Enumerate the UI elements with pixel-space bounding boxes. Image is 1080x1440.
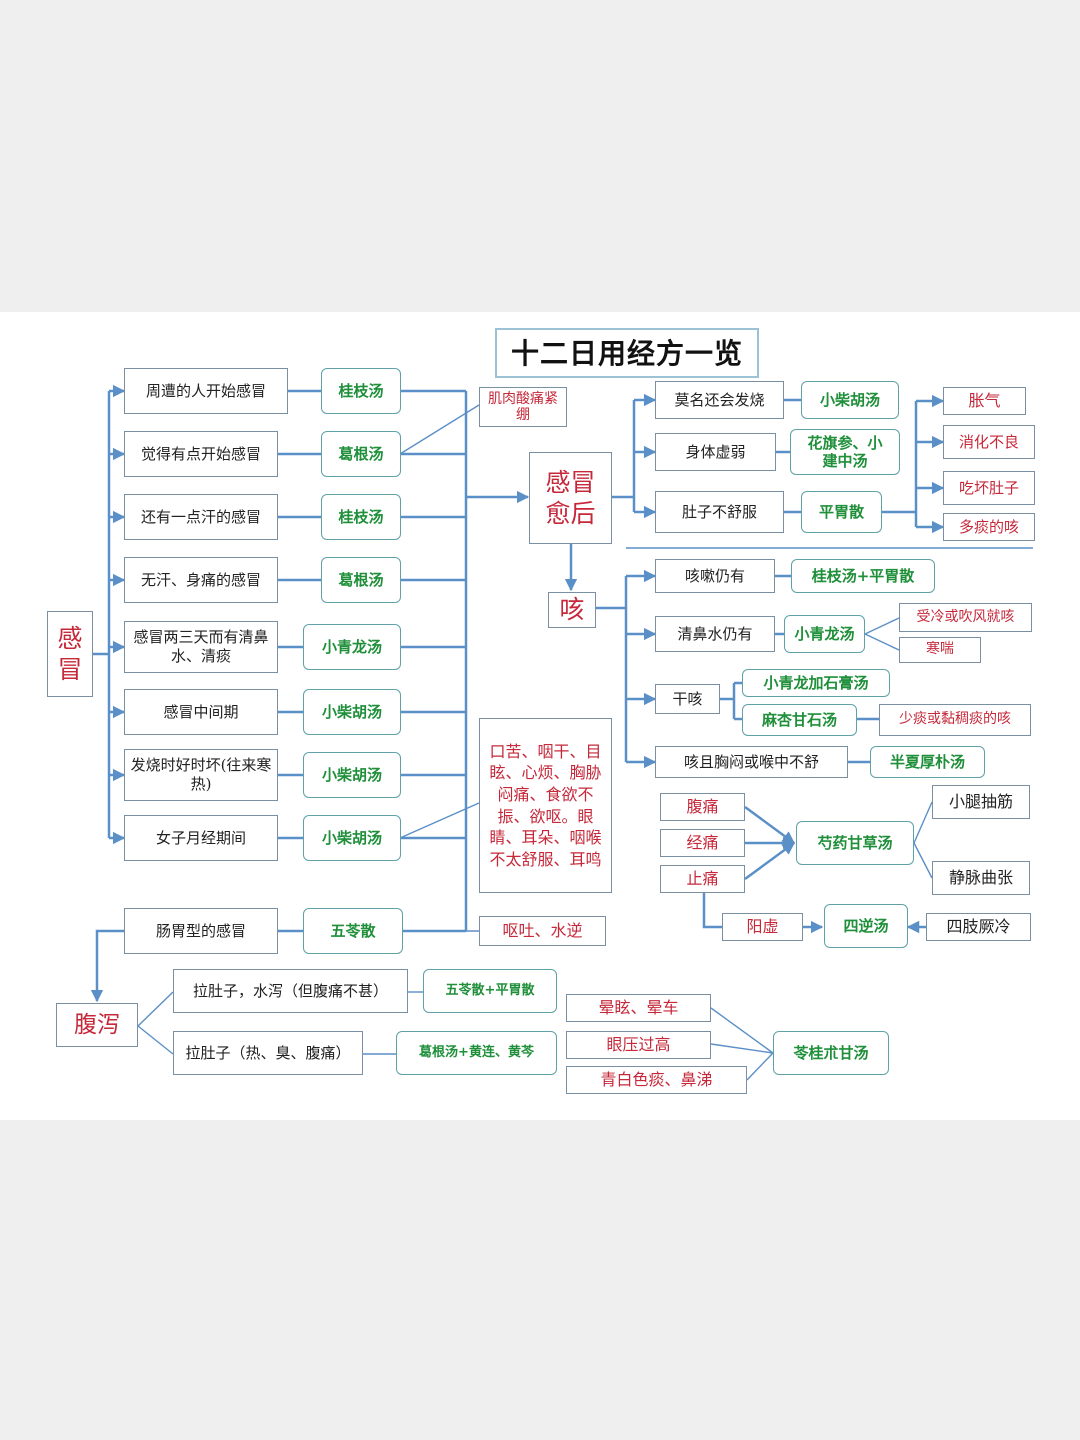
cold-formula-3: 桂枝汤 xyxy=(321,494,401,540)
cold-symptom-4: 无汗、身痛的感冒 xyxy=(124,557,278,603)
linggui-symptom-1: 晕眩、晕车 xyxy=(566,994,711,1022)
cold-symptom-5: 感冒两三天而有清鼻水、清痰 xyxy=(124,621,278,673)
vomit-note: 呕吐、水逆 xyxy=(479,916,606,946)
cough-formula-1: 桂枝汤+平胃散 xyxy=(791,559,935,593)
after-formula-2: 花旗参、小建中汤 xyxy=(790,429,900,475)
diarrhea-symptom-1: 拉肚子，水泻（但腹痛不甚） xyxy=(173,969,408,1013)
pain-item-1: 腹痛 xyxy=(660,793,745,821)
cough-formula-2: 小青龙汤 xyxy=(784,615,865,653)
diarrhea-symptom-2: 拉肚子（热、臭、腹痛） xyxy=(173,1031,363,1075)
cold-symptom-3: 还有一点汗的感冒 xyxy=(124,494,278,540)
cold-symptom-9: 肠胃型的感冒 xyxy=(124,908,278,954)
cold-symptom-7: 发烧时好时坏(往来寒热) xyxy=(124,749,278,801)
qinglong-note-1: 受冷或吹风就咳 xyxy=(899,603,1032,632)
cold-symptom-2: 觉得有点开始感冒 xyxy=(124,431,278,477)
stomach-item-2: 消化不良 xyxy=(943,425,1035,459)
muscle-pain-note: 肌肉酸痛紧绷 xyxy=(479,387,567,427)
shaoyao-gancao-formula: 芍药甘草汤 xyxy=(796,821,914,865)
qinglong-note-2: 寒喘 xyxy=(899,637,981,663)
maxing-note: 少痰或黏稠痰的咳 xyxy=(879,704,1031,736)
after-formula-3: 平胃散 xyxy=(801,491,882,533)
cold-formula-2: 葛根汤 xyxy=(321,431,401,477)
xiaochaihu-symptom-note: 口苦、咽干、目眩、心烦、胸胁闷痛、食欲不振、欲呕。眼睛、耳朵、咽喉不太舒服、耳鸣 xyxy=(479,718,612,893)
after-symptom-3: 肚子不舒服 xyxy=(655,491,784,533)
after-symptom-2: 身体虚弱 xyxy=(655,433,776,471)
cold-formula-4: 葛根汤 xyxy=(321,557,401,603)
dry-cough-label: 干咳 xyxy=(655,684,720,714)
after-formula-1: 小柴胡汤 xyxy=(801,381,899,419)
stomach-item-3: 吃坏肚子 xyxy=(943,471,1035,505)
diarrhea-root-node: 腹泻 xyxy=(56,1003,138,1047)
linggui-symptom-2: 眼压过高 xyxy=(566,1031,711,1059)
yang-deficiency-label: 阳虚 xyxy=(722,913,803,941)
pain-item-3: 止痛 xyxy=(660,865,745,893)
cough-hub: 咳 xyxy=(548,592,596,628)
pain-use-1: 小腿抽筋 xyxy=(932,785,1030,819)
cold-symptom-8: 女子月经期间 xyxy=(124,815,278,861)
limbs-cold-label: 四肢厥冷 xyxy=(926,913,1031,941)
after-symptom-1: 莫名还会发烧 xyxy=(655,381,784,419)
diarrhea-formula-1: 五苓散+平胃散 xyxy=(423,969,557,1013)
sini-formula: 四逆汤 xyxy=(824,904,908,948)
linggui-formula: 苓桂朮甘汤 xyxy=(773,1031,889,1075)
pain-use-2: 静脉曲张 xyxy=(932,861,1030,895)
chest-cough-symptom: 咳且胸闷或喉中不舒 xyxy=(655,746,848,778)
cold-root-node: 感冒 xyxy=(47,611,93,697)
dry-cough-option-1: 小青龙加石膏汤 xyxy=(742,669,890,697)
cold-symptom-1: 周遭的人开始感冒 xyxy=(124,368,288,414)
cough-symptom-1: 咳嗽仍有 xyxy=(655,559,775,593)
linggui-symptom-3: 青白色痰、鼻涕 xyxy=(566,1066,747,1094)
chest-cough-formula: 半夏厚朴汤 xyxy=(870,746,985,778)
cold-formula-6: 小柴胡汤 xyxy=(303,689,401,735)
cough-symptom-2: 清鼻水仍有 xyxy=(655,616,775,652)
page-title: 十二日用经方一览 xyxy=(495,328,759,378)
cold-formula-7: 小柴胡汤 xyxy=(303,752,401,798)
after-cold-hub: 感冒愈后 xyxy=(529,452,612,544)
dry-cough-option-2: 麻杏甘石汤 xyxy=(742,704,857,736)
cold-symptom-6: 感冒中间期 xyxy=(124,689,278,735)
cold-formula-8: 小柴胡汤 xyxy=(303,815,401,861)
cold-formula-1: 桂枝汤 xyxy=(321,368,401,414)
cold-formula-9: 五苓散 xyxy=(303,908,403,954)
pain-item-2: 经痛 xyxy=(660,829,745,857)
diarrhea-formula-2: 葛根汤+黄连、黄芩 xyxy=(396,1031,557,1075)
stomach-item-1: 胀气 xyxy=(943,387,1026,415)
cold-formula-5: 小青龙汤 xyxy=(303,624,401,670)
stomach-item-4: 多痰的咳 xyxy=(943,513,1035,541)
